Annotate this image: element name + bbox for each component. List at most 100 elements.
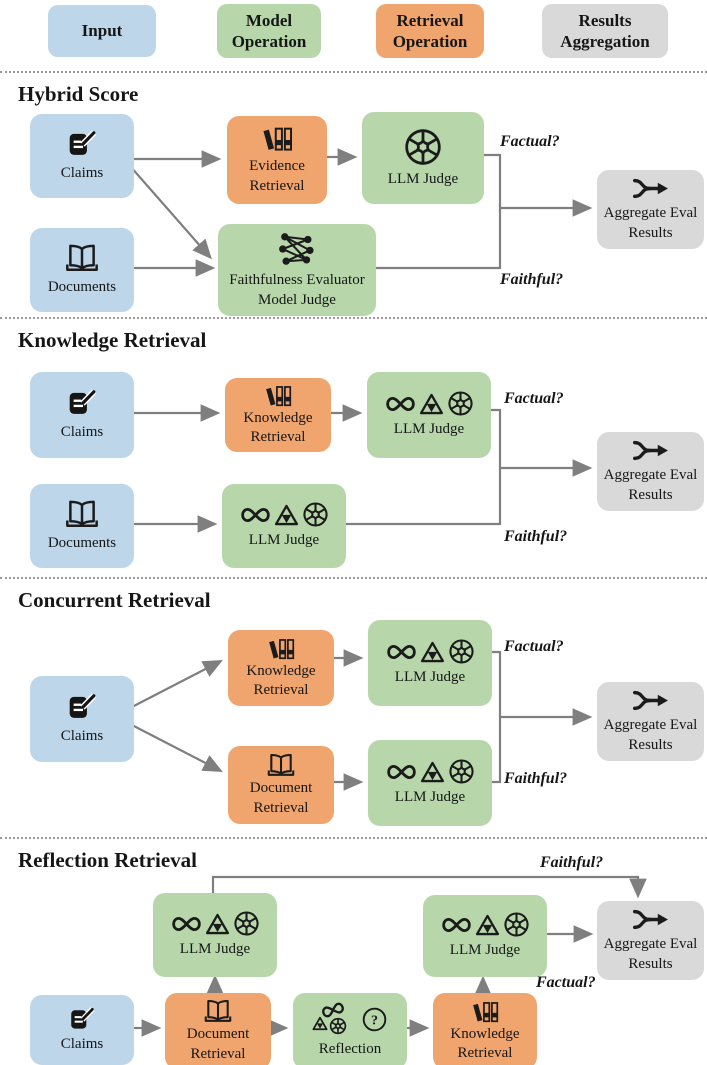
open-book-icon bbox=[266, 752, 296, 779]
legend-retrieval-operation-label: Retrieval Operation bbox=[392, 10, 468, 51]
section-separator bbox=[0, 71, 707, 73]
triangle-model-icon bbox=[475, 914, 500, 936]
factual-label: Factual? bbox=[500, 133, 560, 150]
node-label: Claims bbox=[60, 164, 104, 181]
meta-icon bbox=[386, 763, 417, 781]
legend-results-aggregation-label: Results Aggregation bbox=[560, 10, 650, 51]
legend-results-aggregation: Results Aggregation bbox=[542, 4, 668, 58]
open-book-icon bbox=[203, 998, 233, 1025]
faithful-label: Faithful? bbox=[540, 854, 604, 871]
node-llm-judge: LLM Judge bbox=[423, 895, 547, 977]
model-icons-cluster bbox=[312, 1000, 352, 1037]
triangle-model-icon bbox=[312, 1016, 328, 1031]
node-faithfulness-evaluator: Faithfulness Evaluator Model Judge bbox=[218, 224, 376, 316]
openai-icon bbox=[447, 390, 474, 417]
faithful-label: Faithful? bbox=[500, 271, 564, 288]
node-claims: Claims bbox=[30, 995, 134, 1065]
meta-icon bbox=[385, 395, 416, 413]
node-label: Knowledge Retrieval bbox=[450, 1025, 520, 1061]
node-label: LLM Judge bbox=[394, 669, 466, 686]
legend-model-operation: Model Operation bbox=[217, 4, 321, 58]
merge-arrow-icon bbox=[632, 176, 670, 201]
merge-arrow-icon bbox=[632, 688, 670, 713]
node-label: Evidence Retrieval bbox=[249, 158, 305, 194]
model-icons-row bbox=[240, 501, 329, 528]
node-aggregate-eval-results: Aggregate Eval Results bbox=[597, 901, 704, 980]
node-label: Claims bbox=[60, 423, 104, 440]
node-label: Documents bbox=[47, 279, 117, 296]
note-edit-icon bbox=[66, 129, 98, 161]
model-icons-row bbox=[385, 390, 474, 417]
node-label: Claims bbox=[60, 1035, 104, 1052]
node-label: LLM Judge bbox=[248, 532, 320, 549]
openai-icon bbox=[403, 127, 443, 167]
factual-label: Factual? bbox=[504, 638, 564, 655]
node-llm-judge: LLM Judge bbox=[368, 620, 492, 706]
legend-input-label: Input bbox=[81, 21, 123, 41]
library-books-icon bbox=[264, 383, 292, 409]
node-knowledge-retrieval: Knowledge Retrieval bbox=[433, 993, 537, 1065]
node-label: Faithfulness Evaluator Model Judge bbox=[229, 272, 365, 308]
meta-icon bbox=[441, 916, 472, 934]
library-books-icon bbox=[471, 999, 499, 1025]
legend-input: Input bbox=[48, 5, 156, 57]
node-claims: Claims bbox=[30, 372, 134, 458]
openai-icon bbox=[448, 638, 475, 665]
model-icons-row bbox=[386, 758, 475, 785]
node-aggregate-eval-results: Aggregate Eval Results bbox=[597, 432, 704, 511]
node-llm-judge: LLM Judge bbox=[362, 112, 484, 204]
meta-icon bbox=[386, 643, 417, 661]
factual-label: Factual? bbox=[504, 390, 564, 407]
node-evidence-retrieval: Evidence Retrieval bbox=[227, 116, 327, 204]
note-edit-icon bbox=[66, 388, 98, 420]
triangle-model-icon bbox=[274, 504, 299, 526]
model-icons-row bbox=[386, 638, 475, 665]
node-documents: Documents bbox=[30, 484, 134, 568]
node-label: Knowledge Retrieval bbox=[243, 409, 313, 445]
meta-icon bbox=[240, 506, 271, 524]
reflection-icons-row: ? bbox=[312, 1000, 388, 1037]
node-reflection: ? Reflection bbox=[293, 993, 407, 1065]
note-edit-icon bbox=[66, 692, 98, 724]
node-label: Reflection bbox=[318, 1040, 382, 1057]
section-title-knowledge-retrieval: Knowledge Retrieval bbox=[18, 328, 207, 352]
triangle-model-icon bbox=[205, 913, 230, 935]
openai-icon bbox=[302, 501, 329, 528]
merge-arrow-icon bbox=[632, 907, 670, 932]
node-label: LLM Judge bbox=[449, 942, 521, 959]
triangle-model-icon bbox=[419, 393, 444, 415]
library-books-icon bbox=[261, 124, 293, 154]
node-label: Aggregate Eval Results bbox=[603, 936, 698, 972]
section-title-reflection-retrieval: Reflection Retrieval bbox=[18, 848, 198, 872]
node-label: Aggregate Eval Results bbox=[603, 717, 698, 753]
node-label: Document Retrieval bbox=[249, 780, 313, 816]
node-aggregate-eval-results: Aggregate Eval Results bbox=[597, 170, 704, 249]
faithful-label: Faithful? bbox=[504, 770, 568, 787]
section-title-hybrid-score: Hybrid Score bbox=[18, 82, 139, 106]
model-icons-row bbox=[441, 911, 530, 938]
note-edit-icon bbox=[68, 1006, 96, 1034]
node-knowledge-retrieval: Knowledge Retrieval bbox=[228, 630, 334, 706]
svg-text:?: ? bbox=[371, 1013, 378, 1029]
node-llm-judge: LLM Judge bbox=[222, 484, 346, 568]
triangle-model-icon bbox=[420, 641, 445, 663]
section-separator bbox=[0, 577, 707, 579]
legend-retrieval-operation: Retrieval Operation bbox=[376, 4, 484, 58]
node-label: Knowledge Retrieval bbox=[246, 662, 316, 698]
meta-icon bbox=[171, 915, 202, 933]
openai-icon bbox=[233, 910, 260, 937]
node-claims: Claims bbox=[30, 676, 134, 762]
node-label: Claims bbox=[60, 727, 104, 744]
node-llm-judge: LLM Judge bbox=[367, 372, 491, 458]
node-documents: Documents bbox=[30, 228, 134, 312]
openai-icon bbox=[448, 758, 475, 785]
node-knowledge-retrieval: Knowledge Retrieval bbox=[225, 378, 331, 452]
openai-icon bbox=[329, 1017, 347, 1035]
network-graph-icon bbox=[275, 230, 319, 268]
section-separator bbox=[0, 317, 707, 319]
section-title-concurrent-retrieval: Concurrent Retrieval bbox=[18, 588, 211, 612]
node-document-retrieval: Document Retrieval bbox=[165, 993, 271, 1065]
meta-icon bbox=[319, 1000, 346, 1021]
